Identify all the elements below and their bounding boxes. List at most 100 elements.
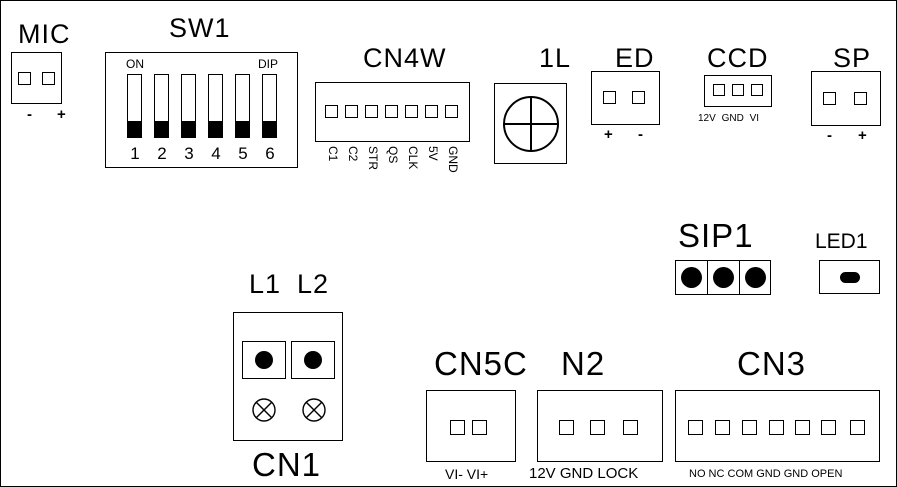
dip-switch-number: 3 <box>184 144 194 163</box>
sip1-title: SIP1 <box>678 217 754 254</box>
sip1-header <box>675 260 771 295</box>
potentiometer-icon[interactable] <box>501 94 561 154</box>
ed-minus-label: - <box>638 126 643 143</box>
screw-icon[interactable] <box>301 397 327 423</box>
pot-1l-title: 1L <box>539 43 572 73</box>
sp-connector <box>811 71 881 126</box>
ccd-pin <box>751 84 763 96</box>
dip-switch-number: 5 <box>238 144 248 163</box>
dip-switch-number: 6 <box>265 144 275 163</box>
n2-pin-labels: 12V GND LOCK <box>529 465 639 482</box>
ed-pin <box>603 91 616 104</box>
dip-switch-knob <box>263 121 276 137</box>
cn3-pin <box>742 420 757 435</box>
sw1-title: SW1 <box>169 13 231 43</box>
dip-switch-3[interactable] <box>181 74 196 138</box>
sp-minus-label: - <box>827 127 832 144</box>
sip1-pin <box>681 267 702 288</box>
dip-switch-4[interactable] <box>208 74 223 138</box>
cn4w-pin <box>345 105 358 118</box>
led1-title: LED1 <box>815 230 868 253</box>
dip-switch-1[interactable] <box>127 74 142 138</box>
cn5c-pin-labels: VI- VI+ <box>445 466 489 482</box>
sp-pin <box>823 92 836 105</box>
n2-pin <box>623 420 638 435</box>
cn4w-pin-label: QS <box>386 146 400 164</box>
cn4w-pin-label: STR <box>366 146 380 170</box>
sp-title: SP <box>833 43 872 73</box>
cn3-pin <box>688 420 703 435</box>
cn3-pin <box>795 420 810 435</box>
cn3-connector <box>675 390 880 462</box>
sw1-on-label: ON <box>126 57 144 71</box>
pot-1l-body <box>494 83 567 164</box>
ccd-pin-labels: 12V GND VI <box>698 113 760 124</box>
ccd-pin <box>732 84 744 96</box>
cn4w-pin <box>365 105 378 118</box>
cn4w-pin <box>425 105 438 118</box>
sip1-divider <box>739 261 740 294</box>
dip-switch-2[interactable] <box>154 74 169 138</box>
cn3-pin <box>821 420 836 435</box>
dip-switch-number: 2 <box>157 144 167 163</box>
cn4w-pin <box>445 105 458 118</box>
dip-switch-number: 4 <box>211 144 221 163</box>
cn3-pin <box>769 420 784 435</box>
mic-plus-label: + <box>57 106 66 123</box>
sw1-dip-label: DIP <box>258 57 279 71</box>
cn4w-pin <box>405 105 418 118</box>
n2-title: N2 <box>561 345 606 382</box>
cn5c-pin <box>450 420 465 435</box>
dip-switch-knob <box>182 121 195 137</box>
cn3-pin <box>850 420 865 435</box>
cn4w-pin-label: GND <box>446 146 460 173</box>
sp-plus-label: + <box>858 127 867 144</box>
n2-connector <box>537 390 663 462</box>
cn1-terminal <box>291 341 335 379</box>
cn4w-pin-label: C1 <box>326 146 340 162</box>
cn3-title: CN3 <box>737 345 807 382</box>
dip-switch-knob <box>236 121 249 137</box>
sw1-dip-switch: ON DIP 1 2 3 4 5 6 <box>105 52 298 168</box>
cn4w-pin-label: C2 <box>346 146 360 162</box>
sip1-divider <box>707 261 708 294</box>
led1-footprint <box>819 260 880 294</box>
mic-minus-label: - <box>27 106 32 123</box>
dip-switch-knob <box>155 121 168 137</box>
cn3-pin-labels: NO NC COM GND GND OPEN <box>689 468 843 480</box>
dip-switch-knob <box>209 121 222 137</box>
sp-pin <box>854 92 867 105</box>
cn1-l2-label: L2 <box>297 269 330 299</box>
n2-pin <box>559 420 574 435</box>
ed-plus-label: + <box>604 126 613 143</box>
mic-pin <box>42 72 55 85</box>
cn4w-pin-label: CLK <box>406 146 420 170</box>
cn1-l1-label: L1 <box>249 269 282 299</box>
cn4w-connector <box>315 82 470 142</box>
cn1-terminal-hole <box>255 351 273 369</box>
cn3-pin <box>715 420 730 435</box>
sip1-pin <box>745 267 766 288</box>
ccd-title: CCD <box>707 43 769 73</box>
ed-pin <box>632 91 645 104</box>
cn1-title: CN1 <box>252 446 322 483</box>
cn4w-title: CN4W <box>363 43 447 73</box>
dip-switch-6[interactable] <box>262 74 277 138</box>
dip-switch-5[interactable] <box>235 74 250 138</box>
sip1-pin <box>713 267 734 288</box>
mic-title: MIC <box>18 19 71 49</box>
ccd-pin <box>713 84 725 96</box>
cn5c-pin <box>472 420 487 435</box>
cn1-terminal <box>242 341 286 379</box>
ed-title: ED <box>615 43 655 73</box>
n2-pin <box>590 420 605 435</box>
ed-connector <box>591 71 660 125</box>
cn5c-connector <box>426 390 516 462</box>
dip-switch-knob <box>128 121 141 137</box>
cn1-terminal-block <box>233 312 343 441</box>
cn4w-pin <box>385 105 398 118</box>
screw-icon[interactable] <box>251 397 277 423</box>
cn1-terminal-hole <box>304 351 322 369</box>
mic-connector <box>11 52 62 104</box>
